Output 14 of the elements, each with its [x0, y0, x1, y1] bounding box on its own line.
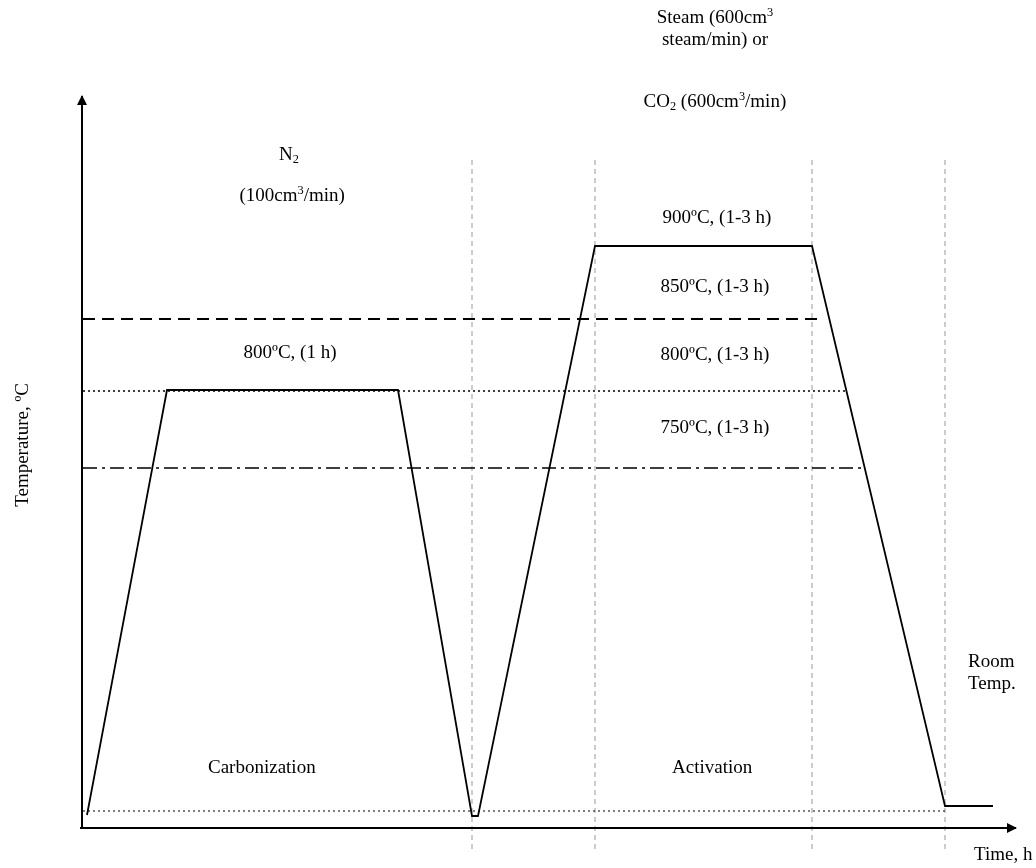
gas-flow-label: CO$_{2}$ (600cm$^{3}$/min)	[643, 90, 787, 112]
temperature-label: 850ºC, (1-3 h)	[660, 275, 770, 297]
temperature-label: 750ºC, (1-3 h)	[660, 416, 770, 438]
temperature-label: Room Temp.	[968, 650, 1017, 694]
gas-flow-label: Steam (600cm$^{3}$ steam/min) or	[655, 6, 775, 50]
temperature-label: 800ºC, (1-3 h)	[660, 343, 770, 365]
gas-flow-label: (100cm$^{3}$/min)	[239, 184, 345, 206]
temperature-label: 800ºC, (1 h)	[243, 341, 337, 363]
axis-label: Time, h	[974, 843, 1033, 865]
axis-label: Temperature, ºC	[11, 383, 33, 507]
stage-label: Activation	[672, 756, 753, 778]
gas-label: N$_{2}$	[279, 143, 299, 165]
temperature-label: 900ºC, (1-3 h)	[662, 206, 772, 228]
stage-label: Carbonization	[208, 756, 316, 778]
